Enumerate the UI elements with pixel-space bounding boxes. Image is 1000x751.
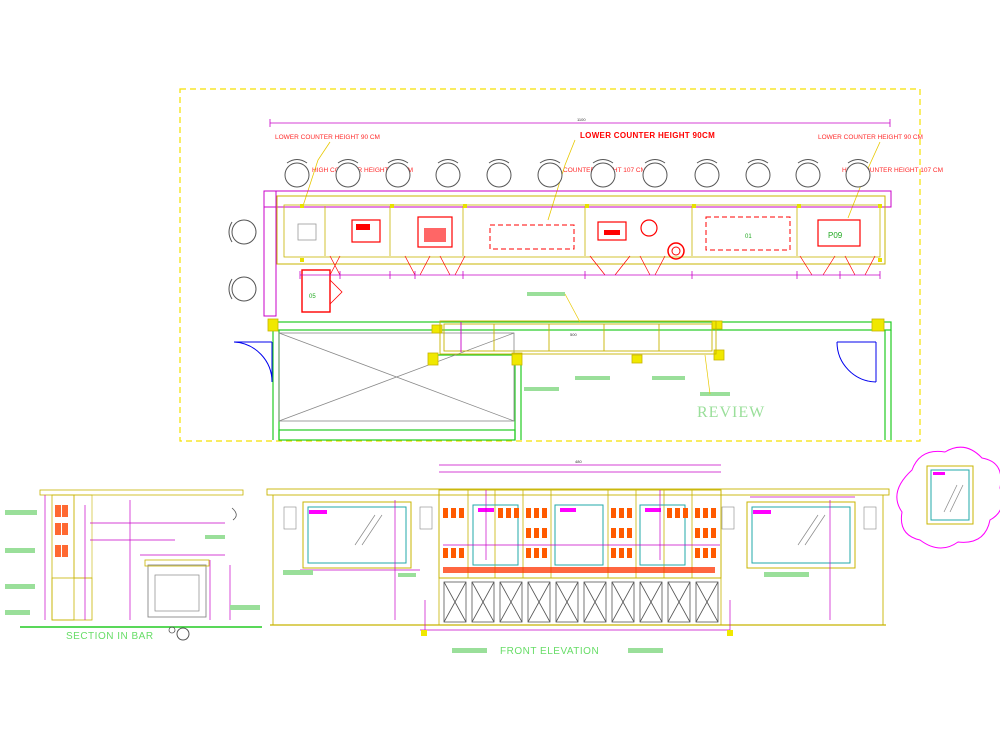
bar-stool: [590, 159, 616, 188]
bar-stool: [228, 219, 257, 245]
lower-cabinets: [438, 577, 722, 626]
structural-columns: [267, 318, 885, 366]
vent-grilles: [283, 506, 877, 530]
back-bar-cabinets: [439, 320, 717, 355]
lower-counter-label-right: LOWER COUNTER HEIGHT 90 CM: [818, 134, 923, 141]
section-counter: [147, 564, 207, 618]
bar-stool: [335, 159, 361, 188]
bar-stool: [642, 159, 668, 188]
bar-stool: [284, 159, 310, 188]
bar-stool: [845, 159, 871, 188]
walls: [272, 321, 892, 441]
bar-stool: [385, 159, 411, 188]
overall-dimension-label: 1100: [577, 117, 586, 122]
section-in-bar: SECTION IN BAR: [5, 489, 262, 642]
elevation-dimensions: [300, 464, 855, 631]
cabinet-door-swings: [329, 255, 876, 276]
back-bar-dimension: 500: [570, 332, 577, 337]
round-equipment: [667, 242, 685, 260]
leader-line-center: [547, 139, 576, 221]
sink-unit: [297, 223, 317, 241]
elevation-title: FRONT ELEVATION: [500, 646, 599, 657]
appliance-unit: [351, 219, 381, 243]
lower-counter-label-center: LOWER COUNTER HEIGHT 90CM: [580, 131, 715, 140]
counter-dimension-ticks: [299, 271, 881, 279]
section-title: SECTION IN BAR: [66, 631, 154, 642]
mirror-right: [746, 501, 856, 569]
plan-label-tags: [524, 292, 730, 396]
cabinet-code: P09: [828, 231, 843, 240]
bar-stool: [537, 159, 563, 188]
bar-stool: [486, 159, 512, 188]
entry-doors: [233, 341, 877, 383]
reference-points: [300, 204, 882, 262]
refrigerator-unit: [705, 216, 791, 251]
corner-cooler: [301, 269, 331, 313]
bar-stools-row: [228, 159, 871, 302]
review-stamp: REVIEW: [697, 404, 765, 421]
window-detail-cloud: [896, 446, 1000, 549]
ice-machine: [417, 216, 453, 248]
front-elevation: 480 FRONT ELEVATION: [266, 459, 890, 657]
bar-stool: [435, 159, 461, 188]
fridge-code: 01: [745, 234, 752, 240]
high-counter-label-left: HIGH COUNTER HEIGHT 107 CM: [312, 167, 413, 174]
bar-stool: [694, 159, 720, 188]
underbar-unit: [489, 224, 575, 250]
corner-cooler-code: 05: [309, 294, 316, 300]
void-area: [278, 332, 515, 422]
bottle-display: [438, 489, 722, 579]
bar-stool: [795, 159, 821, 188]
plan-view: 1100 LOWER COUNTER HEIGHT 90 CM LOWER CO…: [179, 88, 943, 442]
cabinet-unit: [817, 219, 861, 247]
mirror-left: [302, 501, 412, 569]
bar-stool: [745, 159, 771, 188]
lower-counter-label-left: LOWER COUNTER HEIGHT 90 CM: [275, 134, 380, 141]
blender-unit: [640, 219, 658, 237]
plan-boundary: [179, 88, 921, 442]
elevation-overall-dimension: 480: [575, 459, 582, 464]
high-counter-label-right: HIGH COUNTER HEIGHT 107 CM: [842, 167, 943, 174]
bar-counter: [263, 190, 892, 317]
counter-equipment: 01 P09 05: [297, 216, 861, 313]
bar-stool: [228, 276, 257, 302]
coffee-machine: [597, 221, 627, 241]
